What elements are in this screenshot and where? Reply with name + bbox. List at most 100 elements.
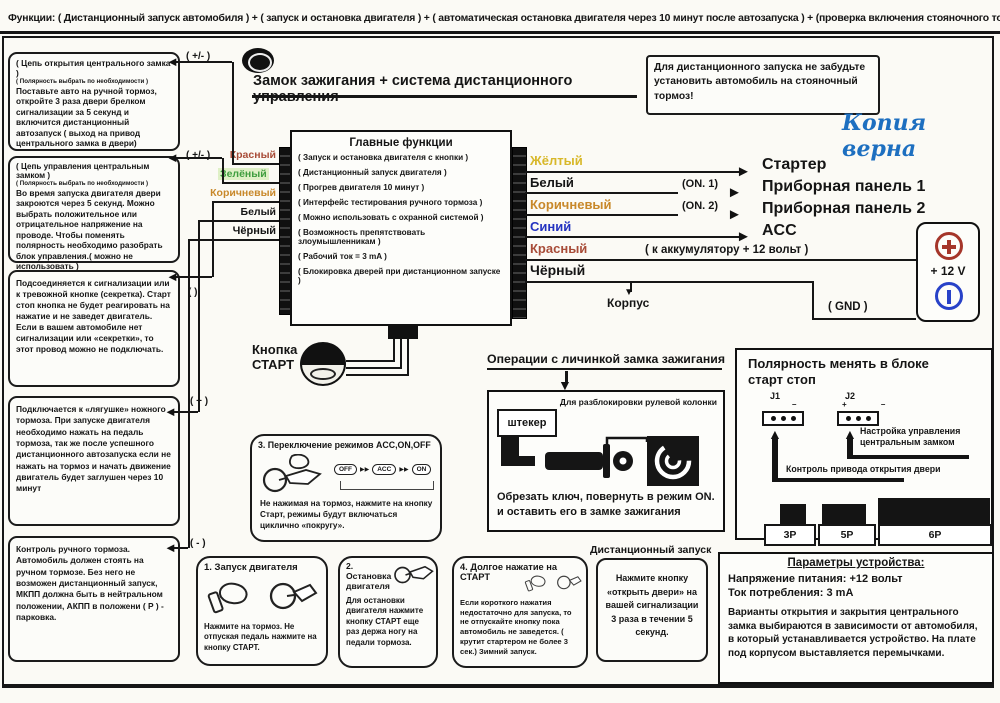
box5-polarity: ( - ) [190,538,206,549]
lock-operations-box: Для разблокировки рулевой колонки штекер… [487,390,725,532]
function-item: ( Дистанционный запуск двигателя ) [298,168,447,177]
power-button-ring [248,53,272,72]
connector-6p-label: 6P [928,529,942,541]
wire-brown-tag: (ON. 2) [682,200,719,212]
start-button-face [310,368,336,380]
wire-line [176,157,222,159]
functions-header: Функции: ( Дистанционный запуск автомоби… [8,13,1000,24]
connector-6p: 6P [878,524,992,546]
params-line2: Ток потребления: 3 mA [728,587,854,599]
j1-arrow-bar [772,437,778,481]
hand-press-icon [262,454,322,493]
wire-line [525,171,745,173]
function-item: ( Рабочий ток = 3 mA ) [298,252,387,261]
right-arrow-icon: ► [727,206,742,223]
box4-body: Подключается к «лягушке» ножного тормоза… [16,404,171,494]
j2-arrow-bar [847,437,853,457]
left-arrow-icon: ◄ [166,150,179,165]
down-arrow-icon: ▼ [624,287,634,298]
wire-line [525,281,814,283]
b1-title: 1. Запуск двигателя [204,562,298,573]
polarity-title-1: Полярность менять в блоке [748,356,929,371]
left-wire-red-label: Красный [229,149,276,161]
left-wire-green-label: Зелёный [218,168,269,180]
j2-label-bar [847,455,969,459]
box5-body: Контроль ручного тормоза. Автомобиль дол… [16,544,164,623]
content-frame [2,36,994,688]
gnd-tag: ( GND ) [828,301,868,313]
params-line1: Напряжение питания: +12 вольт [728,573,903,585]
wire-line [346,367,402,369]
mode-box-body: Не нажимая на тормоз, нажмите на кнопку … [260,499,433,531]
mode-on: ON [411,464,432,475]
wire-red-label: Красный [530,241,588,256]
box2-body: Во время запуска двигателя двери закроют… [16,188,163,272]
wire-black-label: Чёрный [530,262,586,278]
jumper-j2-marks: + – [842,400,902,409]
device-params-box: Параметры устройства: Напряжение питания… [718,552,994,684]
key-lock-illustration [501,436,699,486]
left-wire-brown-label: Коричневый [210,187,276,199]
foot-pedal-icon [524,575,582,592]
up-arrow-icon: ▲ [768,426,782,442]
mode-switch-box: 3. Переключение режимов ACC,ON,OFF OFF ▶… [250,434,442,542]
bottom-rule [2,684,994,687]
left-arrow-icon: ◄ [166,269,179,284]
mode-acc: ACC [372,464,397,475]
wire-yellow-label: Жёлтый [530,153,583,168]
params-title: Параметры устройства: [787,557,925,569]
wire-red-tag: ( к аккумулятору + 12 вольт ) [645,244,809,256]
wire-line [174,411,198,413]
wire-line [232,163,279,165]
wire-line [188,239,279,241]
battery-voltage: + 12 V [930,264,966,278]
connector-bar-3p [780,504,806,524]
wire-blue-label: Синий [530,219,572,234]
b2-body: Для остановки двигателя нажмите кнопку С… [346,596,424,647]
box3-body: Подсоединяется к сигнализации или к трев… [16,278,171,354]
lock-section-heading: Операции с личинкой замка зажигания [487,352,725,366]
central-lock-open-box: ( Цепь открытия центрального замка ) ( П… [8,52,180,151]
wire-line [198,220,200,412]
j1-label-bar [772,478,904,482]
b4-title: 4. Долгое нажатие на СТАРТ [460,562,558,582]
lock-box-body: Обрезать ключ, повернуть в режим ON. и о… [497,491,715,518]
copy-stamp: Копия верна [842,110,927,162]
right-arrow-icon: ► [727,184,742,201]
wire-line [812,318,916,320]
connector-3p-label: 3P [783,529,797,541]
box2-subtitle: ( Полярность выбрать по необходимости ) [16,180,149,187]
target-dash2: Приборная панель 2 [762,200,926,217]
mode-off: OFF [334,464,357,475]
b1-body: Нажмите на тормоз. Не отпуская педаль на… [204,622,317,652]
start-button-icon [300,342,346,386]
remote-start-heading: Дистанционный запуск [590,544,712,556]
lock-heading-underline [487,368,722,370]
wire-line [407,339,409,375]
wire-line [222,182,279,184]
target-dash1: Приборная панель 1 [762,178,926,195]
j2-label: Настройка управления центральным замком [860,426,961,448]
wire-line [346,360,395,362]
function-item: ( Возможность препятствовать злоумышленн… [298,228,426,246]
left-wire-white-label: Белый [240,206,276,218]
stop-engine-box: 2. Остановка двигателя Для остановки дви… [338,556,438,668]
wire-line [232,62,234,165]
main-functions-box: Главные функции ( Запуск и остановка дви… [290,130,512,326]
wire-line [400,339,402,368]
wire-line [212,201,279,203]
jumper-j1-name: J1 [770,391,781,401]
jumper-block-j1 [762,411,804,426]
target-acc: ACC [762,222,797,239]
page-title: Замок зажигания + система дистанционного… [253,73,573,105]
box1-polarity: ( +/- ) [186,51,211,62]
up-arrow-icon: ▲ [843,426,857,442]
remote-start-body: Нажмите кнопку «открыть двери» на вашей … [605,573,699,637]
box1-body: Поставьте авто на ручной тормоз, откройт… [16,86,157,149]
box3-polarity: ( ) [188,287,198,298]
plug-label: штекер [507,417,547,429]
wire-white-tag: (ON. 1) [682,178,719,190]
left-arrow-icon: ◄ [166,54,179,69]
wire-line [176,61,232,63]
